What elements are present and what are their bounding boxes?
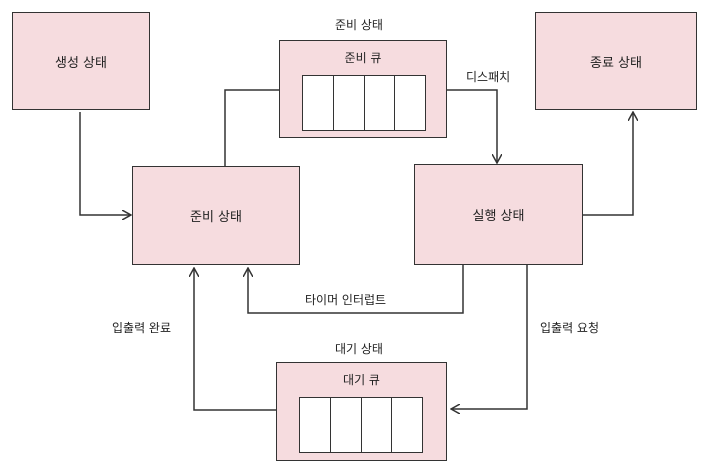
ready-queue-box: 준비 큐 [279,40,447,138]
queue-slot [365,76,396,130]
edge-running-to-terminated [583,112,633,216]
wait-queue-box: 대기 큐 [276,362,447,461]
edge-dispatch [447,89,497,163]
edge-io-complete [194,268,276,411]
created-state-label: 생성 상태 [55,55,107,71]
edge-timer-interrupt [248,265,464,314]
ready-queue-label: 준비 큐 [344,51,382,65]
edge-ready-to-queue [224,89,279,166]
queue-slot [362,398,393,452]
wait-queue-label: 대기 큐 [343,373,380,387]
wait-queue-slots [299,397,423,453]
ready-queue-title: 준비 상태 [335,18,383,32]
edge-io-request [451,265,528,409]
queue-slot [303,76,334,130]
terminated-state-box: 종료 상태 [535,12,697,110]
queue-slot [300,398,331,452]
io-request-label: 입출력 요청 [540,321,600,335]
terminated-state-label: 종료 상태 [590,55,642,71]
dispatch-label: 디스패치 [466,70,511,84]
running-state-label: 실행 상태 [472,209,525,224]
queue-slot [395,76,425,130]
ready-state-box: 준비 상태 [132,166,300,265]
running-state-box: 실행 상태 [414,164,583,265]
queue-slot [334,76,365,130]
edge-created-to-ready [79,112,131,215]
wait-queue-title: 대기 상태 [335,342,383,356]
created-state-box: 생성 상태 [12,12,150,110]
ready-queue-slots [302,75,426,131]
io-complete-label: 입출력 완료 [112,321,172,335]
queue-slot [331,398,362,452]
timer-interrupt-label: 타이머 인터럽트 [305,293,387,307]
ready-state-label: 준비 상태 [190,210,242,225]
queue-slot [392,398,422,452]
